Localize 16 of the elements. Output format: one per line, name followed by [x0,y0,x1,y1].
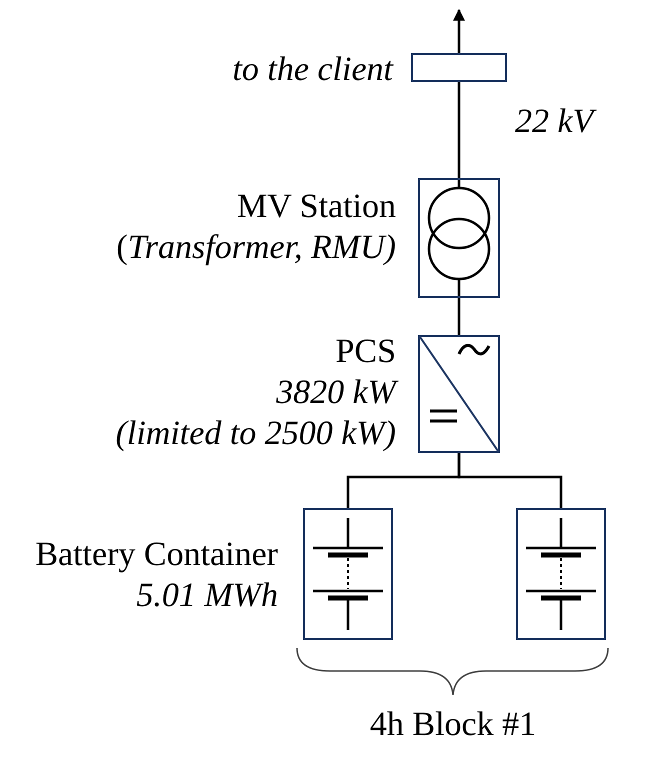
station-name: MV Station [236,187,396,227]
connector-line [458,298,460,335]
destination-label: to the client [232,50,393,90]
container-name: Battery Container [35,535,278,575]
power-rating: 3820 kW [276,372,396,413]
battery-container-box [516,508,606,640]
battery-container-box [303,508,393,640]
arrow [453,8,465,53]
power-limit: (limited to 2500 kW) [116,414,396,454]
connector-line [458,82,460,178]
converter-name: PCS [336,332,396,372]
group-label: 4h Block #1 [370,705,536,745]
connector-line [458,453,562,508]
connection-box [411,53,507,82]
energy-capacity: 5.01 MWh [136,576,278,616]
station-components: (Transformer, RMU) [116,228,396,268]
